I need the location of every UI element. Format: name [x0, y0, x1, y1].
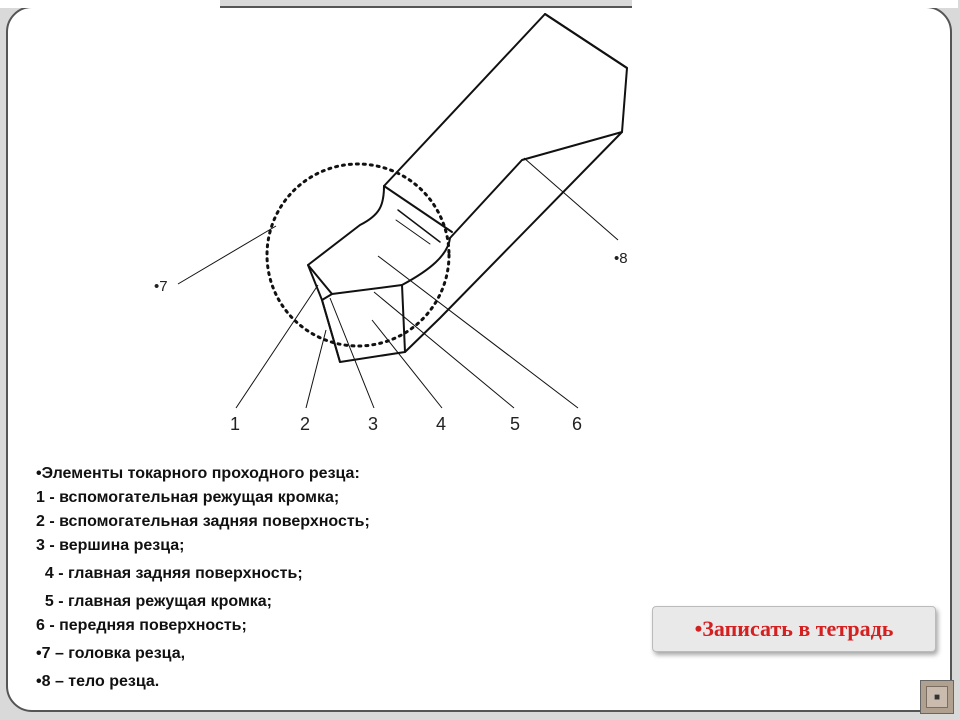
list-title: •Элементы токарного проходного резца: — [36, 465, 360, 482]
leader-line-5 — [373, 291, 515, 409]
list-item-2: 2 - вспомогательная задняя поверхность; — [36, 513, 370, 530]
leader-line-3 — [329, 297, 375, 409]
list-item-3: 3 - вершина резца; — [36, 537, 185, 554]
slide-nav-icon: ■ — [926, 686, 948, 708]
tool-body-outline — [383, 13, 628, 239]
slide-frame — [6, 6, 952, 712]
callout-2: 2 — [300, 414, 310, 434]
tool-elements-list: •Элементы токарного проходного резца: 1 … — [36, 462, 636, 694]
list-item-1: 1 - вспомогательная режущая кромка; — [36, 489, 340, 506]
list-item-7: •7 – головка резца, — [36, 645, 186, 662]
write-in-notebook-button[interactable]: •Записать в тетрадь — [652, 606, 936, 652]
list-item-6: 6 - передняя поверхность; — [36, 617, 247, 634]
leader-line-1 — [235, 284, 319, 409]
frame-gap-right — [632, 0, 958, 8]
tool-head-groove2 — [395, 219, 431, 245]
leader-line-7 — [177, 225, 277, 285]
callout-8: •8 — [614, 250, 628, 267]
slide-nav-button[interactable]: ■ — [920, 680, 954, 714]
tool-body-top-edge — [544, 13, 628, 69]
tool-body-front-edge — [383, 185, 453, 233]
callout-1: 1 — [230, 414, 240, 434]
list-item-8: •8 – тело резца. — [36, 673, 160, 690]
callout-5: 5 — [510, 414, 520, 434]
tool-head-groove — [397, 209, 441, 243]
frame-gap-left — [0, 0, 220, 8]
callout-4: 4 — [436, 414, 446, 434]
tool-head-inner — [321, 299, 341, 363]
list-item-5: 5 - главная режущая кромка; — [36, 593, 273, 610]
callout-7: •7 — [154, 278, 168, 295]
callout-6: 6 — [572, 414, 582, 434]
head-highlight-circle — [265, 162, 451, 348]
callout-3: 3 — [368, 414, 378, 434]
tool-head-rake-face — [307, 185, 451, 295]
tool-head-flank — [307, 264, 406, 363]
leader-line-2 — [305, 329, 327, 409]
cutting-tool-diagram: 1 2 3 4 5 6 •7 •8 — [154, 13, 628, 434]
tool-body-bottom — [404, 131, 623, 353]
leader-line-4 — [371, 319, 443, 409]
leader-line-8 — [523, 157, 619, 241]
tool-head-edge — [321, 293, 333, 301]
leader-line-6 — [377, 255, 579, 409]
list-item-4: 4 - главная задняя поверхность; — [36, 565, 303, 582]
